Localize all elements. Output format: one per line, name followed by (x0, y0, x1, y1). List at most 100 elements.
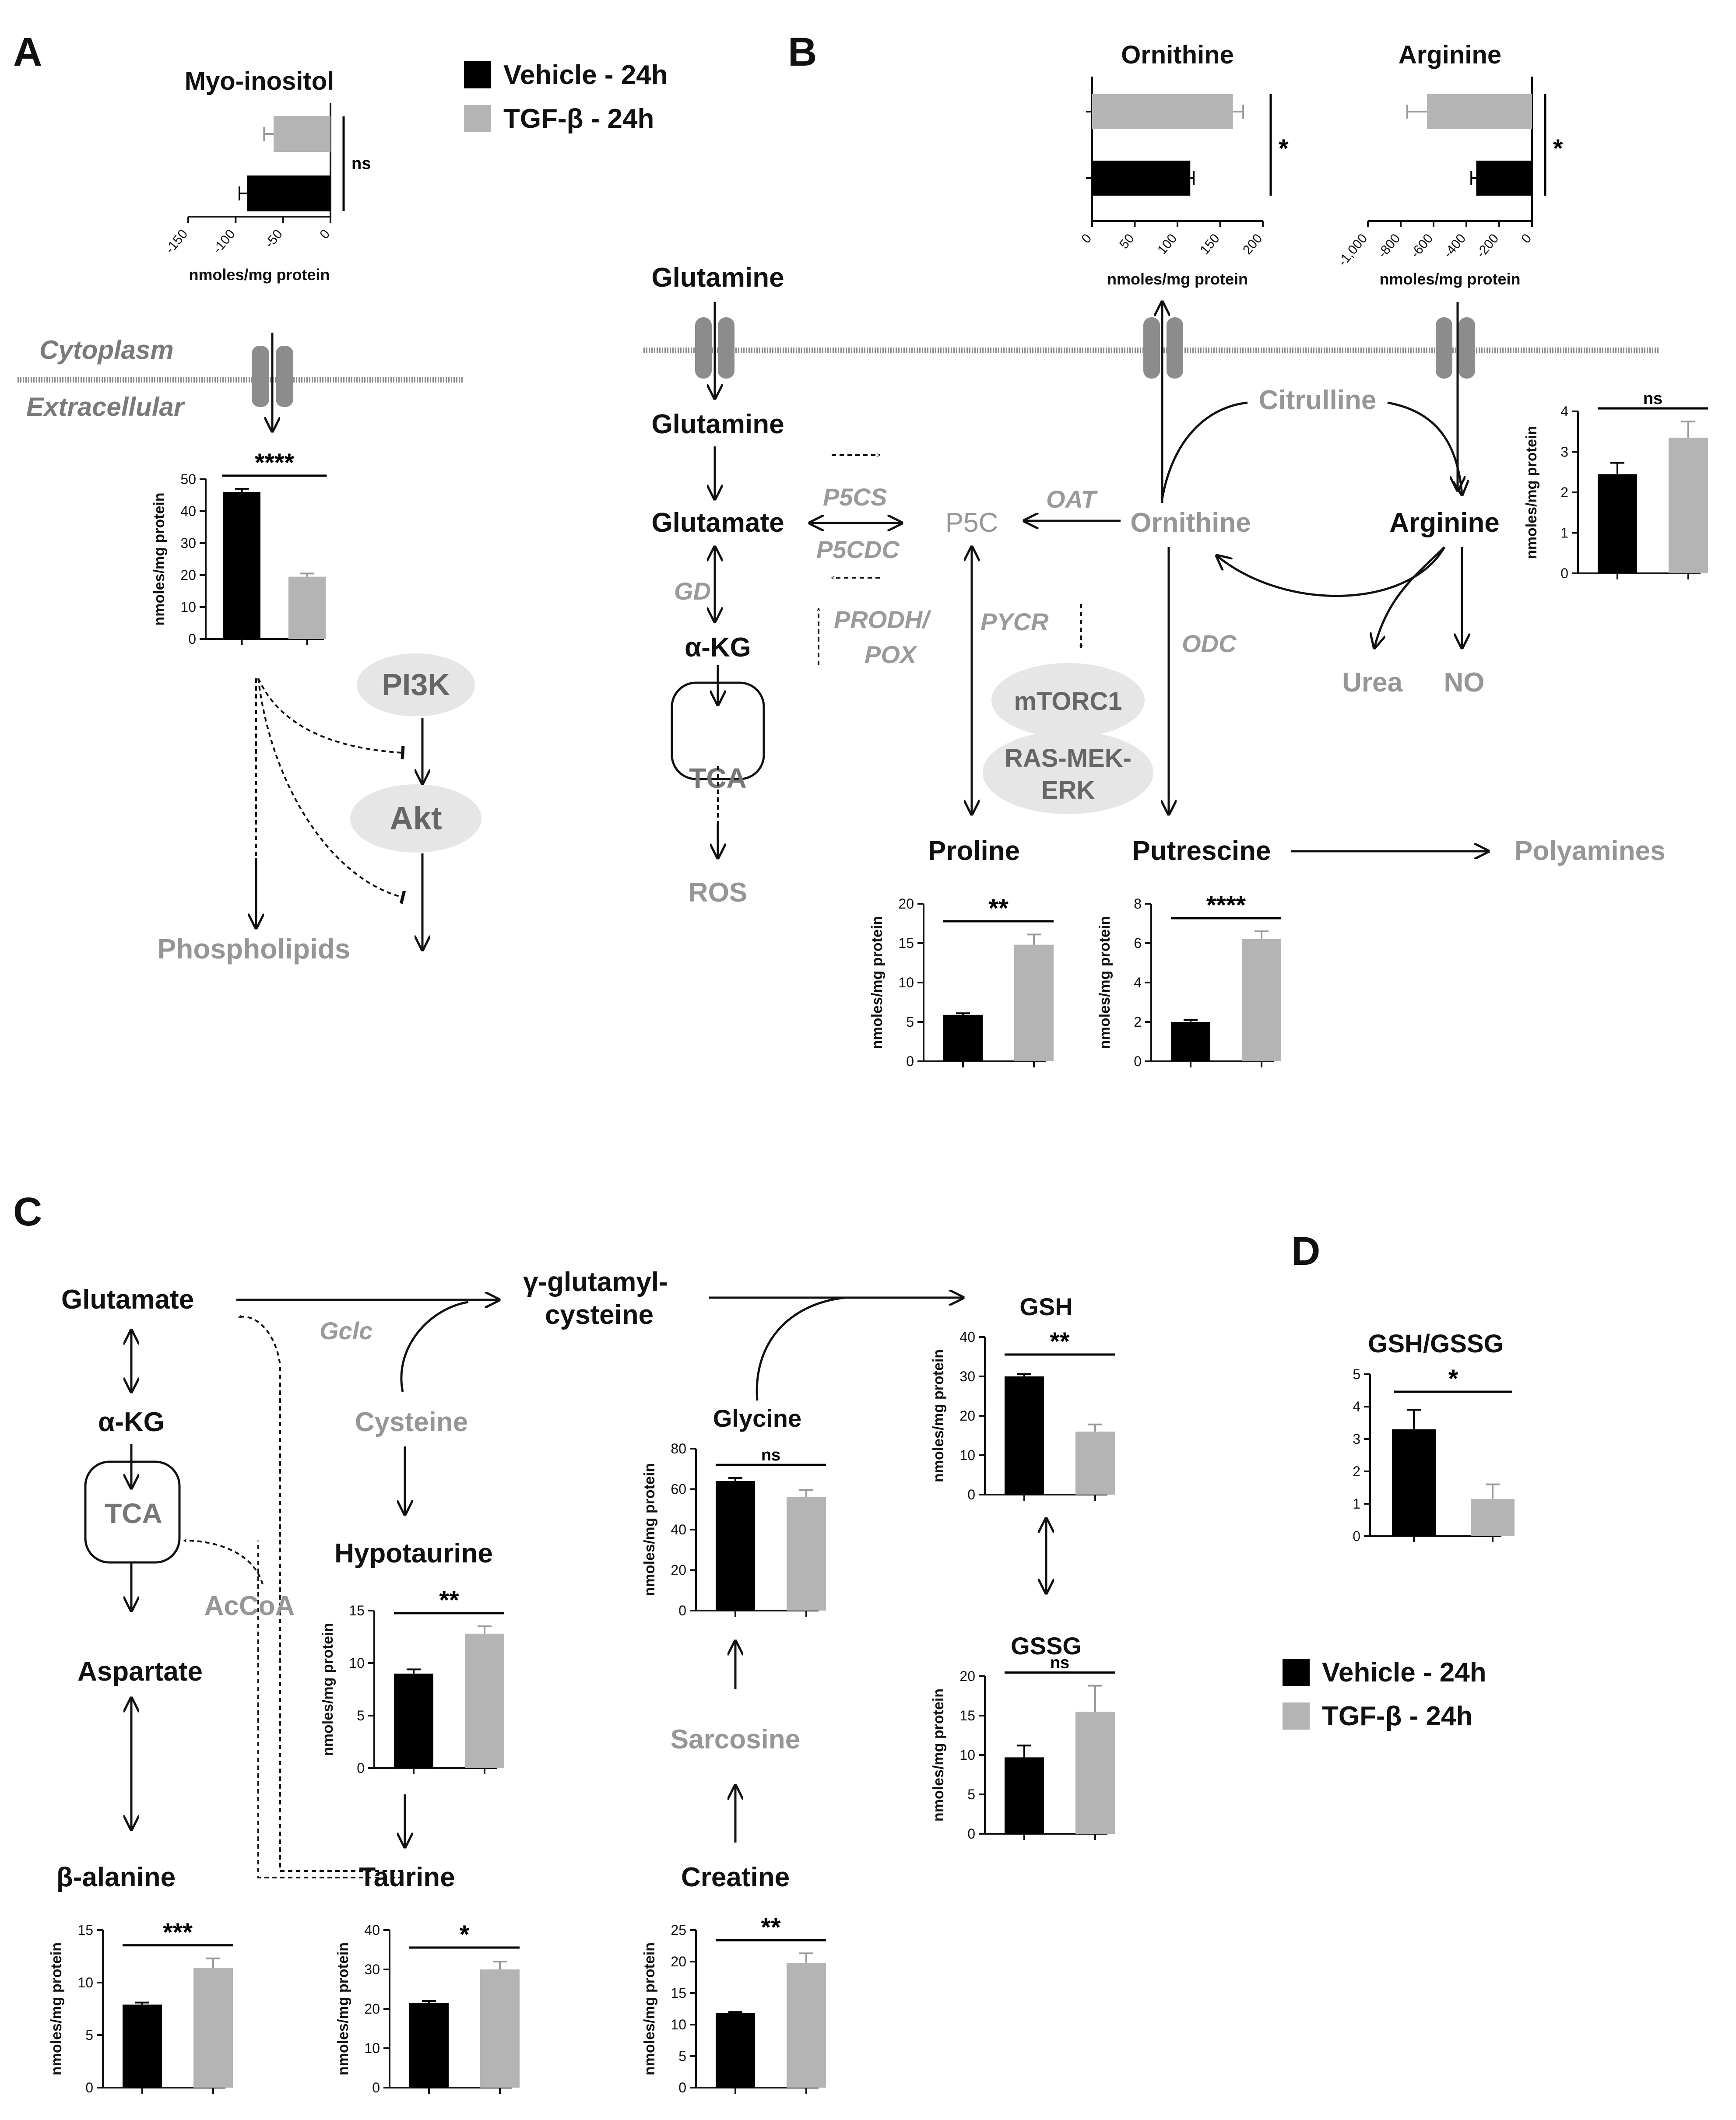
prodh-enzyme: PRODH/ (834, 606, 931, 633)
cysteine-ggc-curve (400, 1301, 469, 1392)
chart-orn_top-xtick-label: 100 (1155, 231, 1180, 257)
chart-myo_in-ytick-label: 50 (180, 471, 196, 487)
akt-label: Akt (390, 800, 442, 836)
chart-gshgssg-ytick-label: 2 (1353, 1464, 1360, 1479)
chart-glycine-ytick-label: 0 (678, 1603, 686, 1618)
chart-myo-xtick-label: -50 (262, 227, 285, 250)
chart-taurine-bar-tgf (480, 1969, 520, 2088)
chart-proline-ytick-label: 0 (906, 1053, 914, 1069)
chart-myo-xtick-label: 0 (317, 227, 333, 242)
chart-gsh-ytick-label: 30 (959, 1369, 975, 1384)
chart-arg_top-title: Arginine (1399, 41, 1501, 69)
chart-hypotaurine-ytick-label: 15 (349, 1603, 365, 1618)
akt-ellipse (350, 784, 481, 853)
cytoplasm-label: Cytoplasm (39, 335, 174, 365)
chart-hypotaurine-ylabel: nmoles/mg protein (320, 1623, 336, 1756)
chart-glycine-bar-vehicle (716, 1481, 755, 1611)
legend-swatch-vehicle-2 (1283, 1659, 1310, 1686)
phospholipids-label: Phospholipids (158, 933, 351, 965)
chart-orn_top-xlabel: nmoles/mg protein (1107, 270, 1248, 288)
taurine-label: Taurine (359, 1862, 455, 1892)
chart-creatine-ytick-label: 10 (671, 2017, 686, 2032)
chart-proline-ytick-label: 10 (898, 975, 914, 990)
chart-gsh-ytick-label: 10 (959, 1447, 975, 1463)
odc-enzyme: ODC (1182, 630, 1237, 657)
chart-balanine-ytick-label: 15 (77, 1922, 93, 1938)
pox-enzyme: POX (864, 641, 918, 668)
chart-putrescine-ytick-label: 2 (1134, 1014, 1142, 1030)
chart-arg_top-bar-vehicle (1476, 161, 1532, 196)
chart-putrescine-ytick-label: 0 (1134, 1053, 1142, 1069)
chart-gssg-ytick-label: 15 (959, 1708, 975, 1723)
acoa-tca-dashed (184, 1541, 264, 1585)
chart-myo_in-ytick-label: 30 (180, 535, 196, 551)
channel-b1-2 (718, 317, 734, 379)
legend-label-tgf: TGF-β - 24h (503, 104, 654, 134)
ras-ellipse (983, 731, 1153, 814)
chart-putrescine-ytick-label: 4 (1134, 975, 1142, 990)
chart-myo_in-ytick-label: 0 (188, 631, 196, 647)
chart-orn_top-title: Ornithine (1121, 41, 1234, 69)
taurine-glutamate-dashed (239, 1316, 403, 1872)
chart-glycine-title: Glycine (713, 1404, 801, 1432)
glutamine-in-label: Glutamine (651, 409, 784, 439)
creatine-label: Creatine (681, 1862, 790, 1892)
arginine-urea-arrow (1374, 546, 1445, 648)
extracellular-label: Extracellular (26, 392, 186, 421)
chart-myo-xlabel: nmoles/mg protein (189, 266, 330, 284)
chart-gsh-ytick-label: 40 (959, 1329, 975, 1345)
gd-enzyme: GD (674, 577, 711, 605)
chart-citrulline-ytick-label: 4 (1560, 404, 1568, 419)
balanine-label: β-alanine (56, 1862, 176, 1892)
chart-taurine-ytick-label: 20 (364, 2001, 380, 2017)
tca-b-box (671, 681, 765, 780)
chart-gshgssg-ytick-label: 1 (1353, 1496, 1360, 1512)
chart-balanine-ytick-label: 5 (85, 2027, 93, 2043)
chart-gsh-ytick-label: 0 (967, 1487, 975, 1502)
chart-glycine-sig-label: ns (761, 1446, 780, 1464)
chart-creatine-ytick-label: 5 (678, 2048, 686, 2064)
tca-c-label: TCA (105, 1498, 162, 1529)
chart-arg_top-xtick-label: -800 (1375, 231, 1403, 260)
chart-balanine-bar-tgf (193, 1968, 233, 2088)
chart-taurine-bar-vehicle (409, 2003, 449, 2088)
chart-gsh-bar-tgf (1075, 1432, 1115, 1495)
ras-label-2: ERK (1041, 776, 1095, 804)
chart-citrulline-ytick-label: 0 (1560, 565, 1568, 581)
channel-b2-2 (1167, 317, 1183, 379)
chart-proline-sig-label: ** (988, 894, 1009, 923)
chart-putrescine-bar-tgf (1242, 939, 1281, 1061)
chart-arg_top-xlabel: nmoles/mg protein (1379, 270, 1520, 288)
ggc-label-2: cysteine (545, 1300, 654, 1330)
chart-myo-title: Myo-inositol (185, 67, 334, 95)
chart-gssg-ytick-label: 20 (959, 1668, 975, 1684)
chart-myo-xtick-label: -150 (162, 227, 190, 256)
ras-label-1: RAS-MEK- (1005, 744, 1132, 772)
chart-myo_in-ylabel: nmoles/mg protein (151, 492, 168, 625)
chart-glycine-ytick-label: 20 (671, 1562, 686, 1578)
glutamate-c-label: Glutamate (61, 1285, 194, 1315)
p5c-label: P5C (945, 508, 998, 538)
chart-arg_top-xtick-label: 0 (1518, 231, 1534, 246)
arginine-ornithine-curve (1217, 546, 1446, 597)
chart-gshgssg-title: GSH/GSSG (1368, 1330, 1503, 1358)
chart-gssg-ytick-label: 5 (967, 1787, 975, 1802)
channel-b1-1 (695, 317, 712, 379)
gclc-enzyme: Gclc (320, 1317, 373, 1344)
chart-myo_in-ytick-label: 20 (180, 567, 196, 583)
chart-gssg-bar-tgf (1075, 1712, 1115, 1834)
chart-gshgssg-bar-vehicle (1392, 1429, 1436, 1536)
chart-myo-bar-vehicle (247, 175, 330, 211)
chart-proline-ytick-label: 20 (898, 896, 914, 912)
chart-myo-bar-tgf (274, 116, 330, 152)
chart-balanine-sig-label: *** (163, 1918, 193, 1947)
chart-orn_top-bar-vehicle (1092, 161, 1191, 196)
chart-gssg-sig-label: ns (1050, 1654, 1069, 1672)
ros-label: ROS (689, 877, 747, 908)
